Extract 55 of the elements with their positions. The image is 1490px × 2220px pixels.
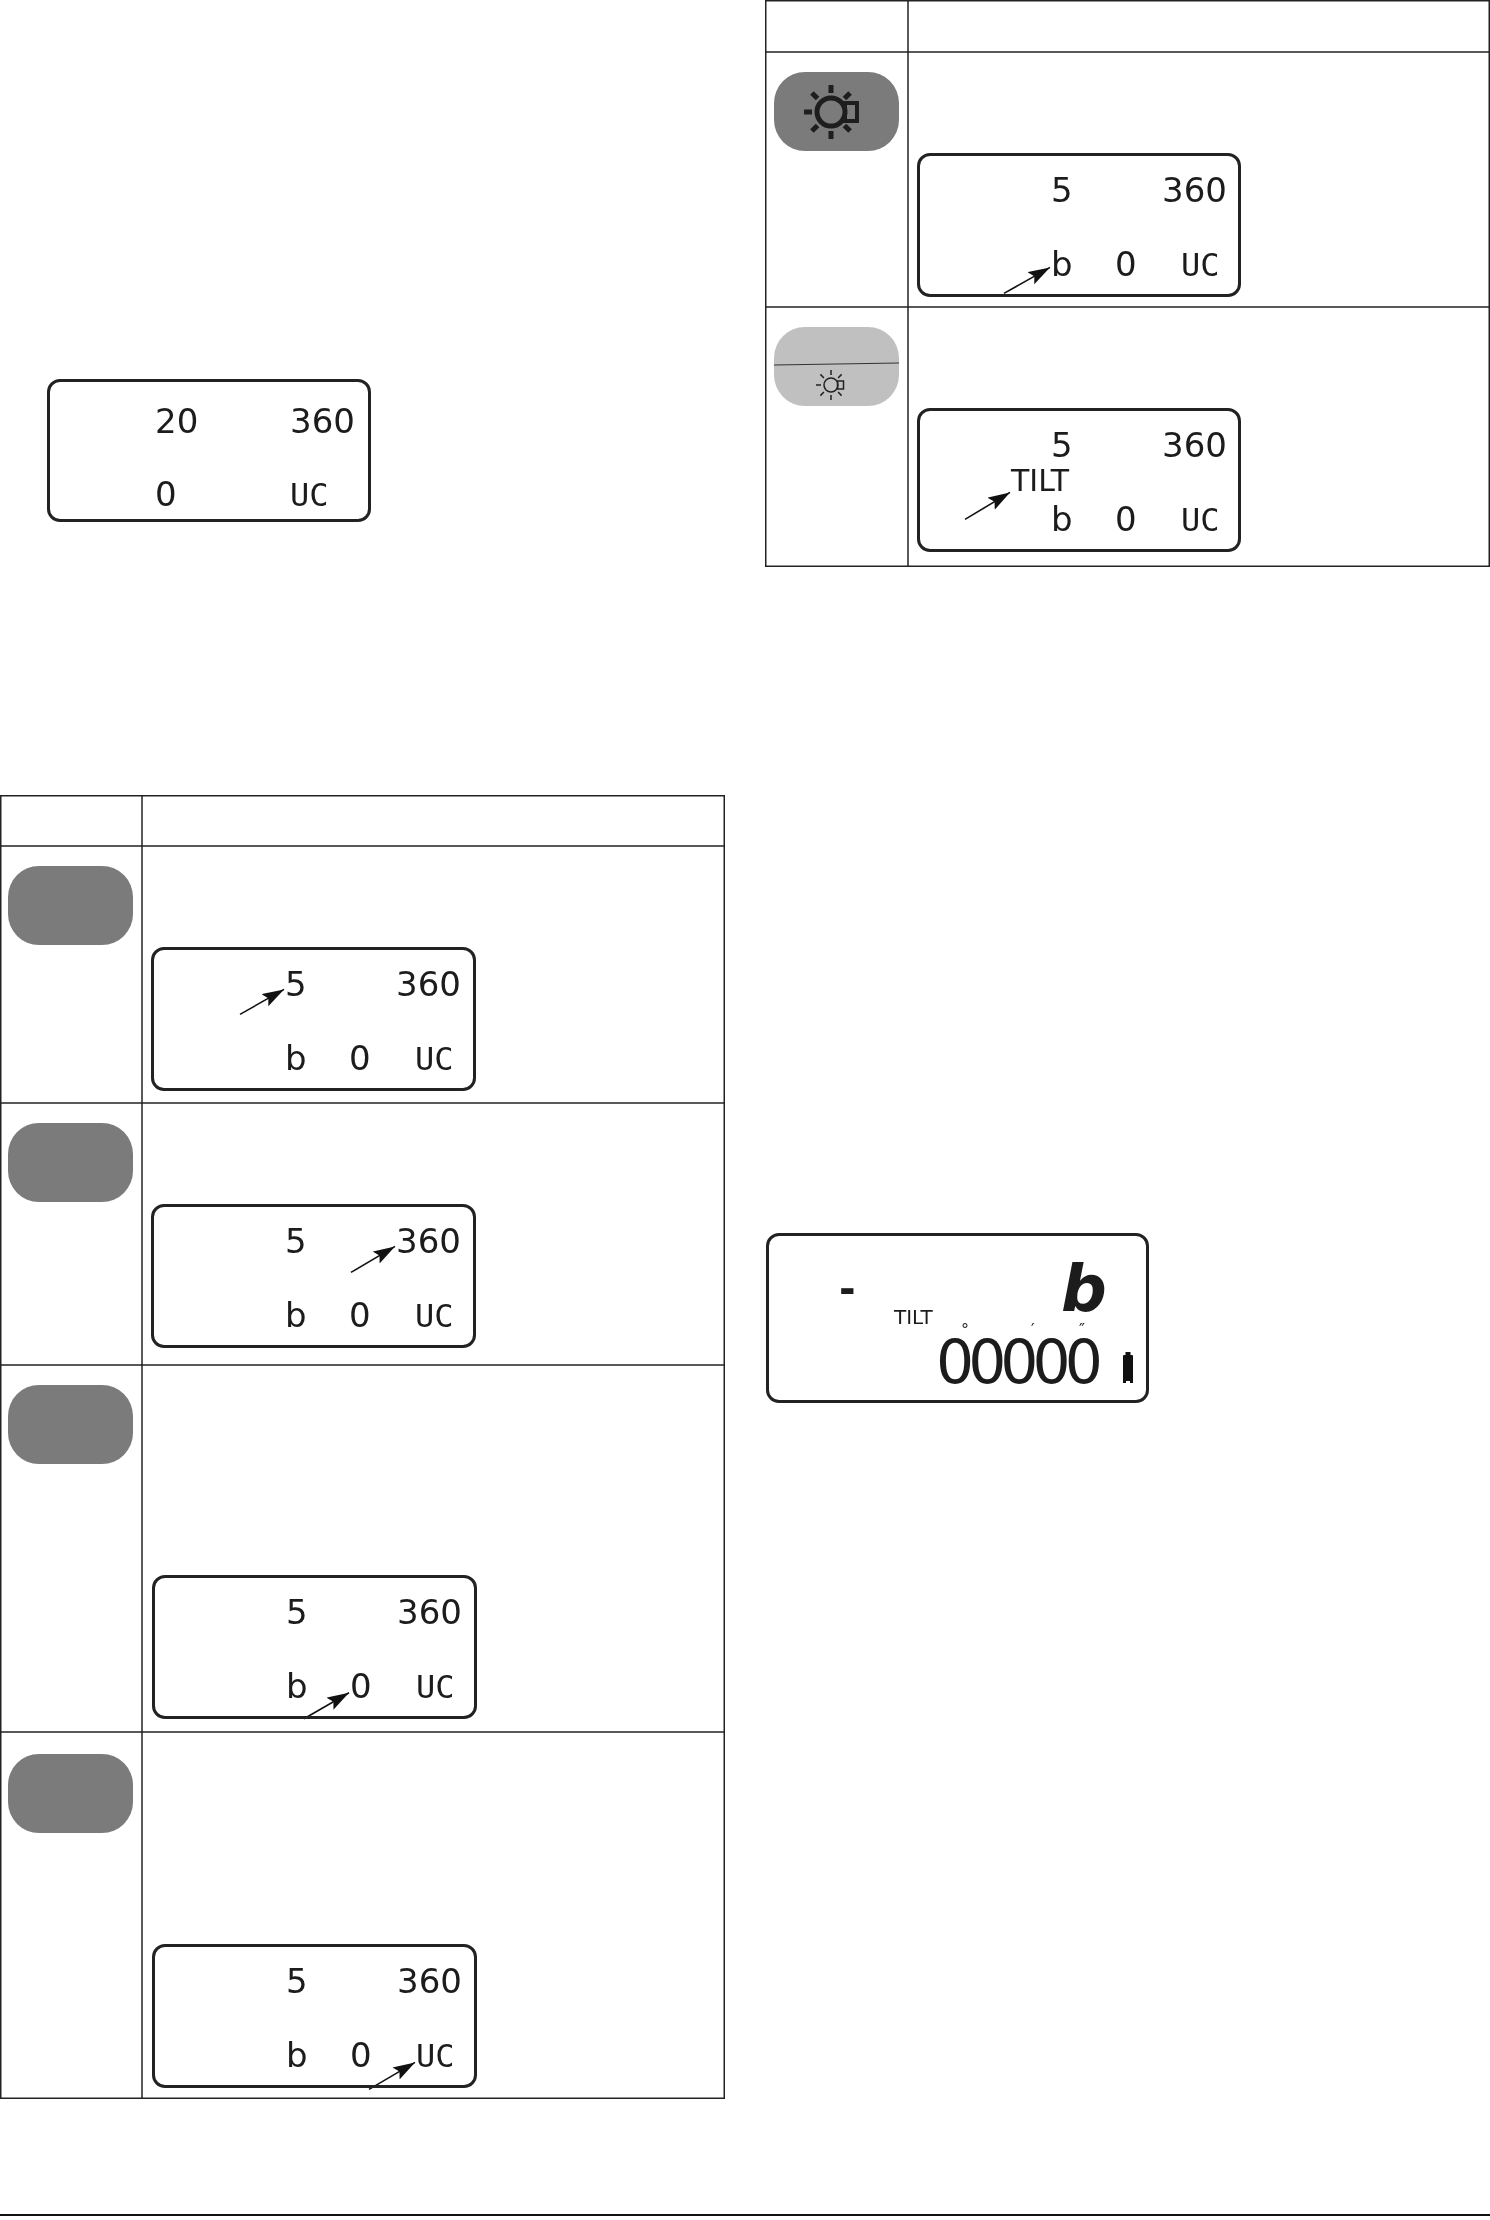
display-reading: 0 bbox=[350, 1669, 372, 1703]
display-reading: UC bbox=[1181, 504, 1220, 536]
lcd-display bbox=[152, 1944, 477, 2088]
lcd-display bbox=[766, 1233, 1149, 1403]
arrow bbox=[368, 2061, 416, 2091]
display-reading: UC bbox=[290, 479, 329, 511]
display-reading: 00000 bbox=[936, 1339, 1097, 1386]
display-reading: b bbox=[286, 1669, 308, 1703]
display-reading: UC bbox=[416, 2040, 455, 2072]
display-reading: 0 bbox=[1115, 502, 1137, 536]
display-reading: 360 bbox=[290, 404, 355, 438]
display-reading: UC bbox=[1181, 249, 1220, 281]
arrow bbox=[964, 491, 1011, 521]
display-reading: UC bbox=[416, 1671, 455, 1703]
display-reading: 5 bbox=[285, 967, 307, 1001]
display-reading: b bbox=[286, 2038, 308, 2072]
arrow bbox=[239, 988, 285, 1016]
display-reading: 20 bbox=[155, 404, 199, 438]
display-reading: 0 bbox=[1115, 247, 1137, 281]
display-reading: - bbox=[839, 1269, 856, 1309]
lcd-display bbox=[151, 947, 476, 1091]
display-reading: 0 bbox=[155, 477, 177, 511]
display-reading: 360 bbox=[397, 1595, 462, 1629]
lcd-display bbox=[152, 1575, 477, 1719]
display-reading: 0 bbox=[349, 1298, 371, 1332]
display-reading: b bbox=[1051, 247, 1073, 281]
display-reading: UC bbox=[415, 1043, 454, 1075]
display-reading: b bbox=[1051, 502, 1073, 536]
display-reading: 360 bbox=[396, 1224, 461, 1258]
display-reading: ° bbox=[961, 1322, 969, 1338]
display-reading: TILT bbox=[1011, 466, 1070, 496]
display-reading: TILT bbox=[894, 1307, 933, 1327]
display-reading: 5 bbox=[286, 1595, 308, 1629]
display-reading: 5 bbox=[286, 1964, 308, 1998]
lcd-display bbox=[917, 408, 1241, 552]
display-reading: 360 bbox=[396, 967, 461, 1001]
display-reading: ′ bbox=[1031, 1322, 1035, 1338]
lcd-display bbox=[151, 1204, 476, 1348]
display-reading: UC bbox=[415, 1300, 454, 1332]
display-reading: 0 bbox=[349, 1041, 371, 1075]
display-reading: 5 bbox=[285, 1224, 307, 1258]
display-reading: 360 bbox=[1162, 173, 1227, 207]
lcd-display bbox=[47, 379, 371, 522]
arrow bbox=[1003, 266, 1051, 295]
lcd-display bbox=[917, 153, 1241, 297]
arrow bbox=[350, 1245, 396, 1274]
display-reading: ″ bbox=[1079, 1322, 1085, 1338]
display-reading: 360 bbox=[397, 1964, 462, 1998]
display-reading: 5 bbox=[1051, 428, 1073, 462]
display-reading: 360 bbox=[1162, 428, 1227, 462]
display-reading: 5 bbox=[1051, 173, 1073, 207]
display-reading: b bbox=[285, 1041, 307, 1075]
display-reading: b bbox=[1061, 1257, 1107, 1321]
display-reading: 0 bbox=[350, 2038, 372, 2072]
display-reading: b bbox=[285, 1298, 307, 1332]
